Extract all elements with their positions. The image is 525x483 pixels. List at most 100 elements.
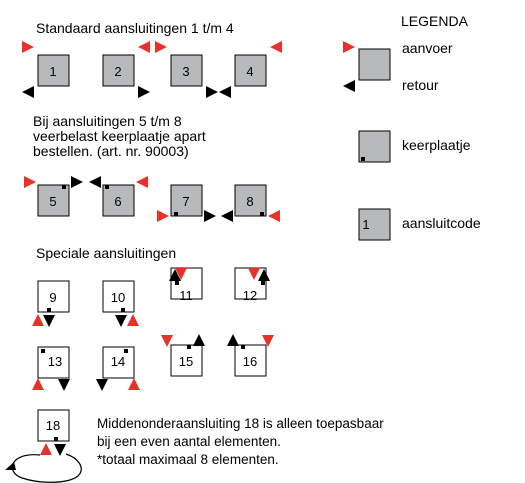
supply-arrow [127, 314, 139, 326]
connection-code: 15 [179, 354, 193, 369]
element-box [234, 54, 267, 87]
return-arrow [54, 444, 66, 456]
connection-code: 6 [114, 194, 121, 209]
connection-code: 3 [182, 64, 189, 79]
check-plate [174, 212, 178, 216]
element-box [234, 344, 267, 377]
connection-14: 14 [96, 346, 140, 391]
connection-code: 7 [182, 194, 189, 209]
connection-code: 10 [111, 290, 125, 305]
return-arrow [219, 86, 231, 98]
connection-16: 16 [227, 334, 274, 377]
element-box [170, 184, 203, 217]
supply-arrow [161, 335, 173, 347]
element-box [234, 267, 267, 300]
check-plate [261, 281, 265, 285]
legend-keerplaatje-label: keerplaatje [402, 137, 471, 153]
connection-code: 14 [111, 354, 125, 369]
supply-arrow [136, 176, 148, 188]
legend-check-plate [361, 157, 365, 161]
connection-12: 12 [234, 267, 270, 303]
check-plate [187, 345, 191, 349]
note-line-3: bestellen. (art. nr. 90003) [33, 143, 189, 159]
legend-box-aanvoer [358, 48, 391, 81]
connection-code: 4 [246, 64, 253, 79]
legend-aanvoer-symbol [343, 41, 391, 92]
connection-code: 16 [243, 354, 257, 369]
standard-connections-title: Standaard aansluitingen 1 t/m 4 [36, 20, 234, 36]
connection-5: 5 [24, 176, 83, 217]
legend-retour-label: retour [402, 77, 439, 93]
element-box [102, 54, 135, 87]
check-plate [41, 349, 45, 353]
connection-7: 7 [157, 184, 216, 222]
connection-11: 11 [169, 267, 203, 303]
return-arrow [58, 379, 70, 391]
element-box [37, 184, 70, 217]
element-box [37, 280, 70, 313]
element-box [102, 184, 135, 217]
bottom-note-line-2: bij een even aantal elementen. [97, 434, 281, 449]
legend-aansluitcode-symbol: 1 [358, 208, 391, 241]
circulation-loop [11, 453, 82, 483]
legend-box-keerplaatje [358, 130, 391, 163]
return-arrow [115, 315, 127, 327]
check-plate [260, 212, 264, 216]
connection-1: 1 [22, 41, 70, 98]
loop-arrowhead [5, 462, 16, 470]
connection-6: 6 [89, 176, 148, 217]
supply-arrow [32, 314, 44, 326]
return-arrow [89, 176, 101, 188]
check-plate [62, 185, 66, 189]
supply-arrow [138, 41, 150, 53]
supply-arrow [175, 268, 187, 280]
check-plate [175, 281, 179, 285]
return-arrow [43, 315, 55, 327]
bottom-note-line-1: Middenonderaansluiting 18 is alleen toep… [97, 416, 384, 431]
legend-keerplaatje-symbol [358, 130, 391, 163]
return-arrow [71, 176, 83, 188]
check-plate [121, 308, 125, 312]
legend-code-sample: 1 [362, 217, 369, 232]
supply-arrow [262, 335, 274, 347]
return-arrow [258, 269, 270, 281]
connection-15: 15 [161, 334, 205, 377]
element-box [234, 184, 267, 217]
check-plate [124, 349, 128, 353]
supply-arrow [157, 210, 169, 222]
connection-3: 3 [155, 41, 218, 98]
connection-2: 2 [102, 41, 150, 98]
connection-code: 12 [243, 288, 257, 303]
check-plate [54, 437, 58, 441]
legend-aansluitcode-label: aansluitcode [402, 215, 481, 231]
legend-aanvoer-label: aanvoer [402, 40, 453, 56]
connection-code: 18 [46, 418, 60, 433]
connection-13: 13 [32, 346, 70, 391]
supply-arrow [270, 41, 282, 53]
check-plate [105, 185, 109, 189]
return-arrow [227, 334, 239, 346]
supply-arrow [155, 41, 167, 53]
return-arrow [96, 379, 108, 391]
connection-18: 18 [5, 409, 82, 483]
note-line-1: Bij aansluitingen 5 t/m 8 [33, 113, 182, 129]
supply-arrow [40, 443, 52, 455]
legend-supply-arrow [343, 41, 355, 53]
return-arrow [138, 86, 150, 98]
special-connections-title: Speciale aansluitingen [36, 245, 177, 261]
return-arrow [221, 210, 233, 222]
return-arrow [22, 86, 34, 98]
return-arrow [193, 334, 205, 346]
supply-arrow [32, 378, 44, 390]
element-box [170, 54, 203, 87]
legend-box-aansluitcode [358, 208, 391, 241]
supply-arrow [22, 41, 34, 53]
connection-code: 8 [246, 194, 253, 209]
check-plate [241, 345, 245, 349]
return-arrow [206, 86, 218, 98]
connection-code: 11 [179, 288, 193, 303]
element-box [37, 54, 70, 87]
bottom-note-line-3: *totaal maximaal 8 elementen. [97, 452, 279, 467]
element-box [102, 280, 135, 313]
